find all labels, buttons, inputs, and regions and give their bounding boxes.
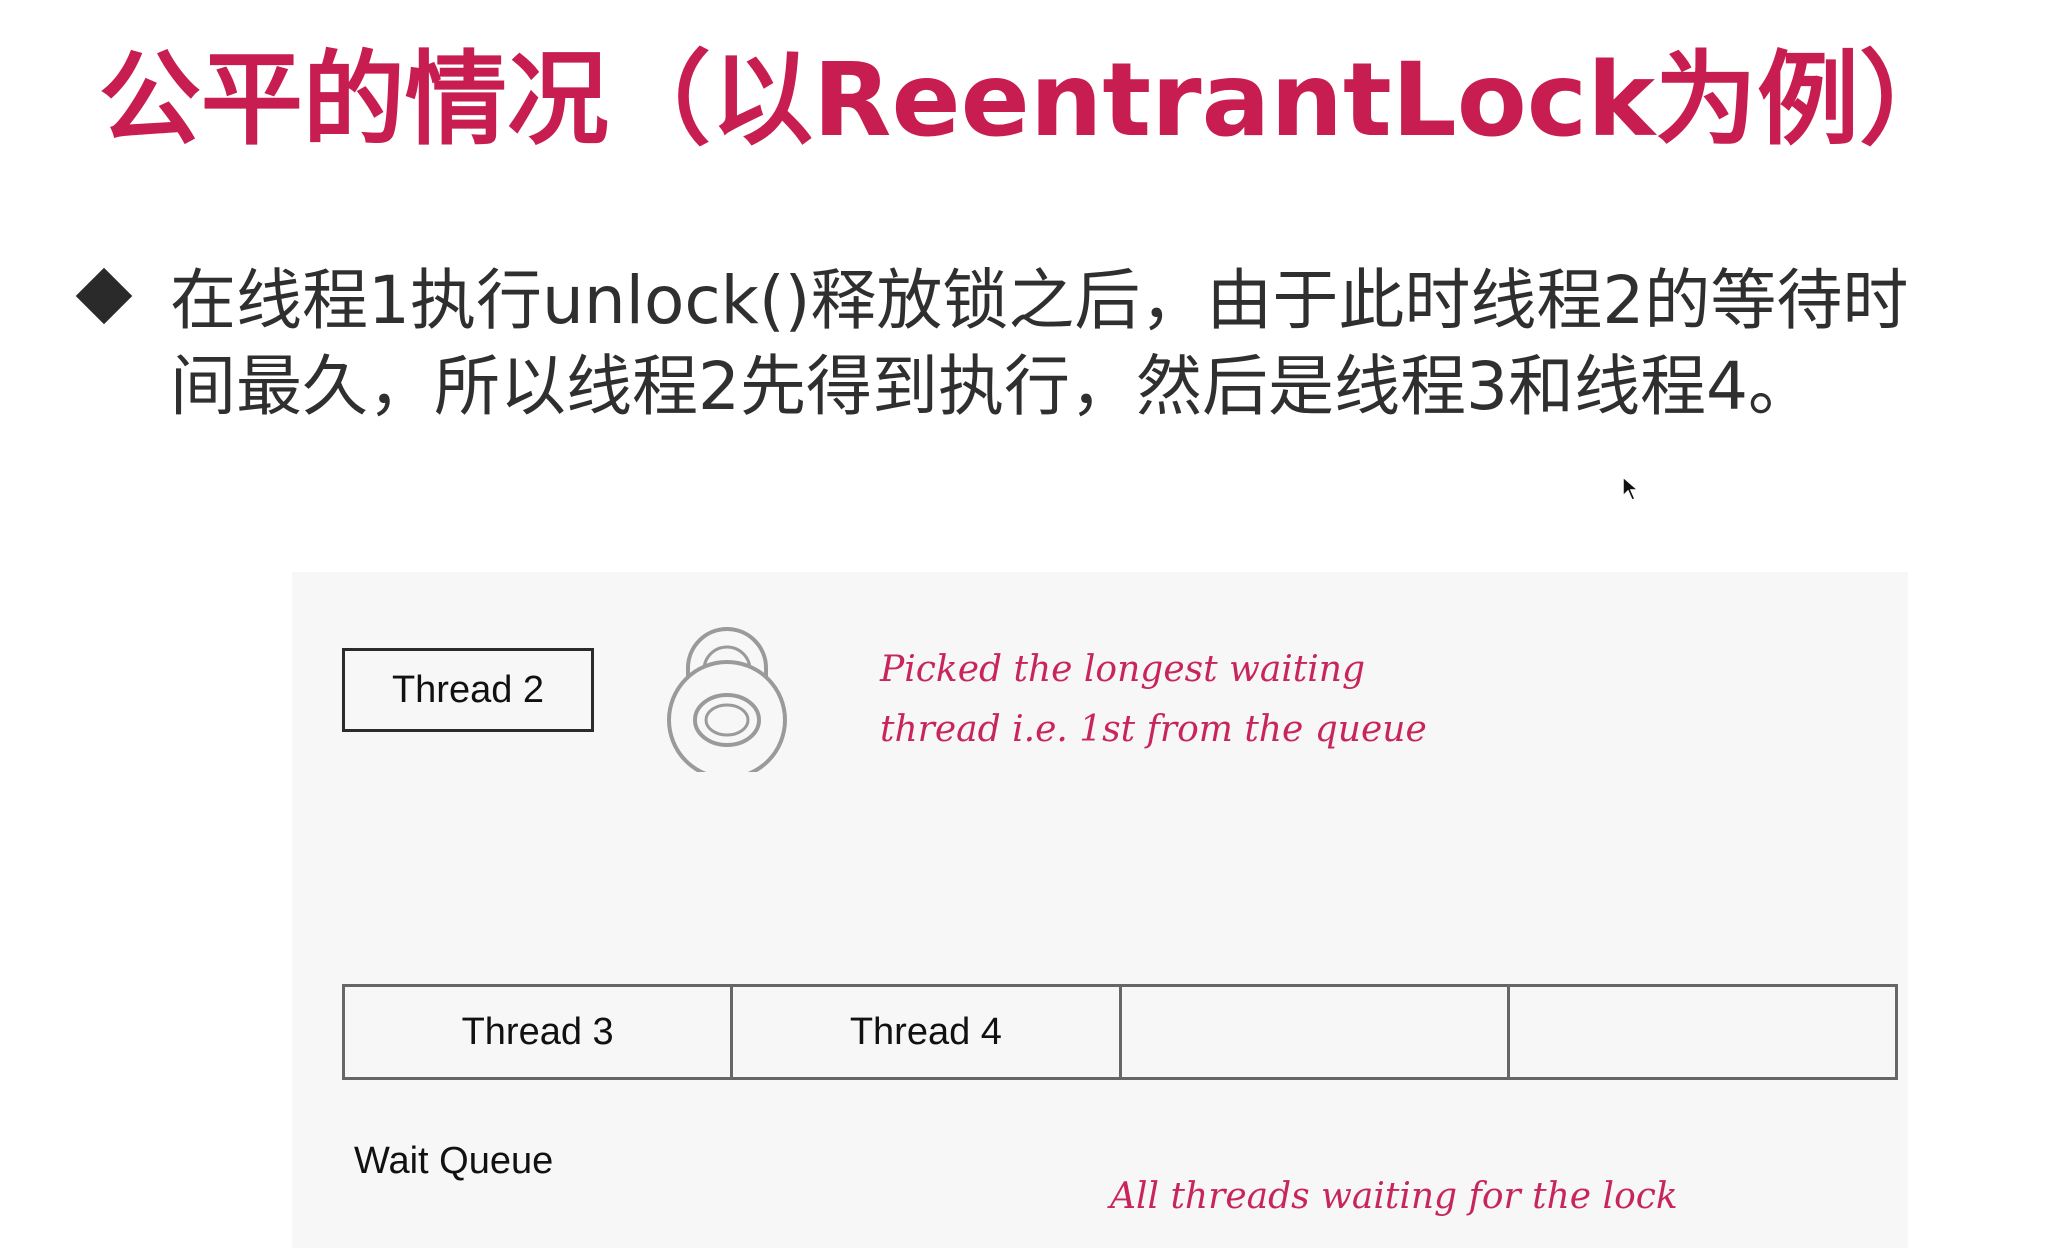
queue-slot: Thread 3 [345, 987, 734, 1077]
annotation-picked-thread: Picked the longest waiting thread i.e. 1… [880, 640, 1427, 760]
slide-title: 公平的情况（以ReentrantLock为例） [98, 41, 1962, 160]
wait-queue: Thread 3 Thread 4 [342, 984, 1898, 1080]
bullet-text: 在线程1执行unlock()释放锁之后，由于此时线程2的等待时 间最久，所以线程… [170, 258, 2030, 430]
annotation-line-2: thread i.e. 1st from the queue [880, 709, 1427, 750]
queue-slot: Thread 4 [733, 987, 1122, 1077]
fair-lock-diagram: Thread 2 Picked the longest waiting thre… [292, 572, 1908, 1248]
diamond-bullet-icon [75, 267, 133, 325]
annotation-all-threads: All threads waiting for the lock [1110, 1176, 1678, 1217]
mouse-cursor-icon [1622, 475, 1641, 506]
bullet-line-1: 在线程1执行unlock()释放锁之后，由于此时线程2的等待时 [170, 262, 1909, 339]
queue-slot [1122, 987, 1510, 1077]
annotation-line-1: Picked the longest waiting [880, 649, 1366, 690]
queue-slot [1510, 987, 1895, 1077]
bullet-line-2: 间最久，所以线程2先得到执行，然后是线程3和线程4。 [170, 348, 1814, 425]
wait-queue-label: Wait Queue [354, 1140, 554, 1182]
lock-holder-box: Thread 2 [342, 648, 594, 732]
padlock-icon [662, 620, 792, 780]
